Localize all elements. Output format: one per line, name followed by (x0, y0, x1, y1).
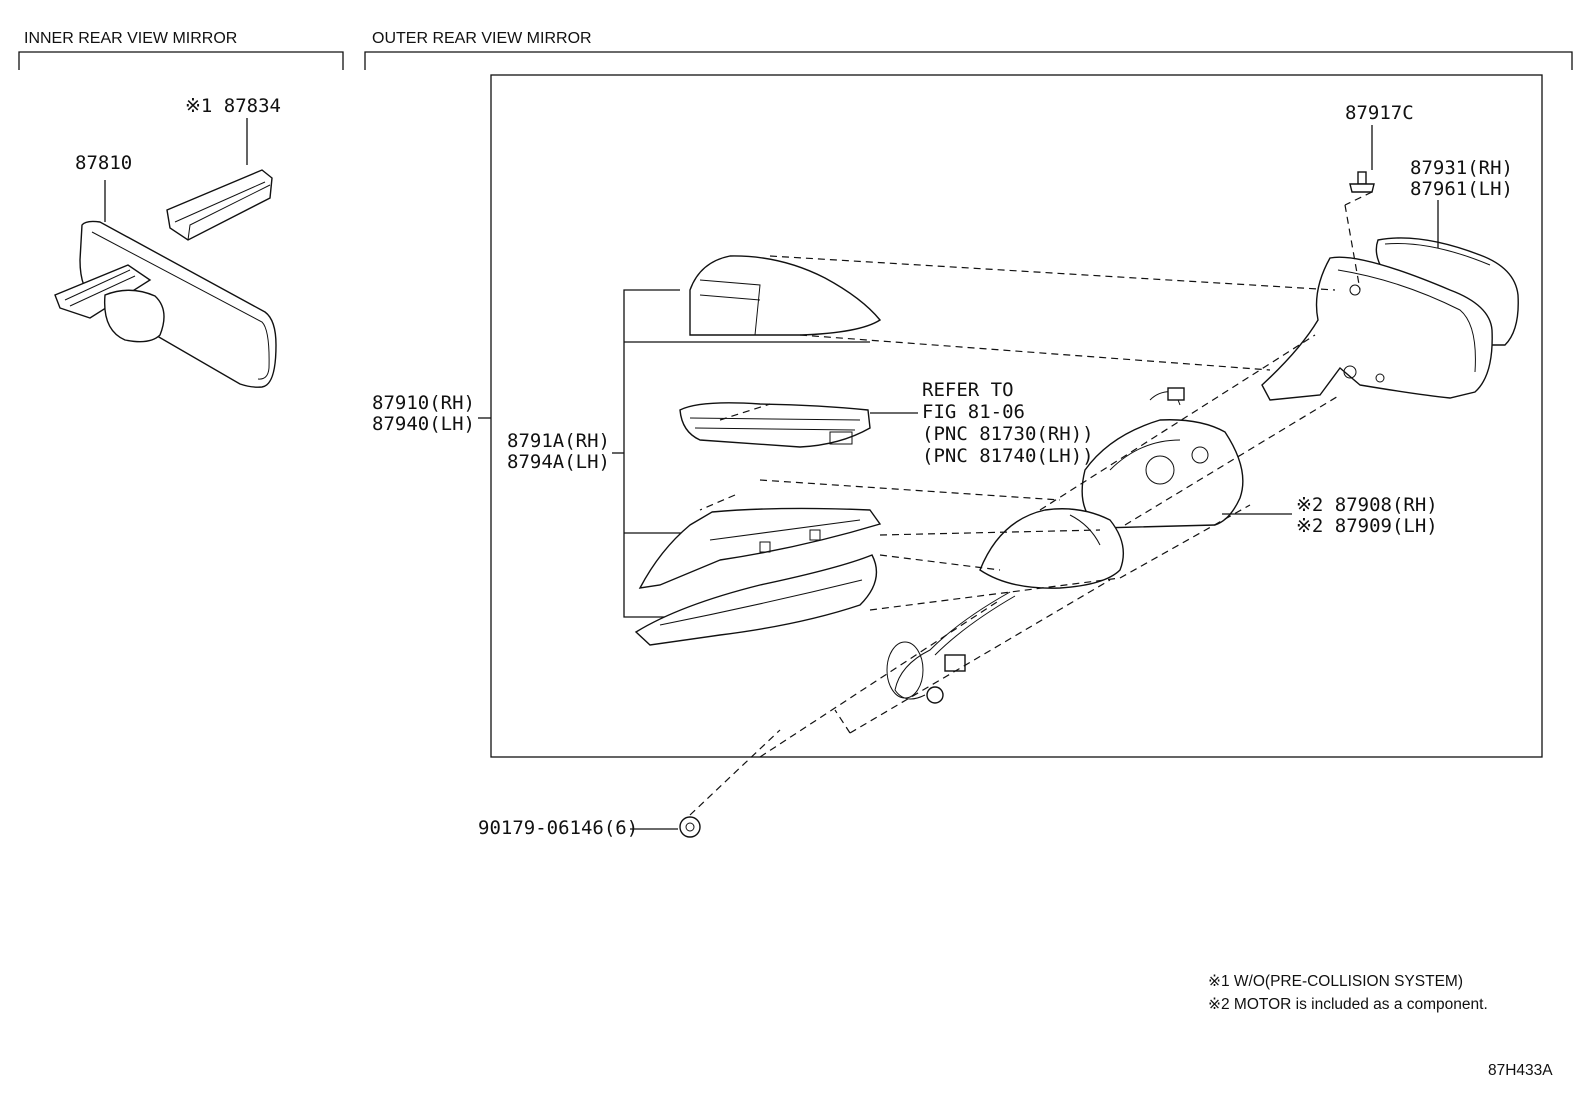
outer-mirror-assembly-frame (490, 74, 1543, 758)
screw-87917c (1349, 125, 1375, 193)
mirror-base (979, 508, 1124, 589)
top-cover (689, 255, 882, 336)
refer-to-line2: FIG 81-06 (922, 401, 1025, 423)
label-8791a-rh: 8791A(RH) (507, 430, 610, 452)
wire-harness (886, 591, 1016, 704)
label-87961-lh: 87961(LH) (1410, 178, 1513, 200)
refer-to-line3: (PNC 81730(RH)) (922, 423, 1094, 445)
turn-signal-lamp (679, 402, 871, 448)
refer-to-line1: REFER TO (922, 379, 1014, 401)
outer-section-bracket (364, 51, 1573, 70)
footnote-1: ※1 W/O(PRE-COLLISION SYSTEM) (1208, 973, 1463, 990)
label-87910-rh: 87910(RH) (372, 392, 475, 414)
label-87834: ※1 87834 (185, 95, 281, 117)
label-87940-lh: 87940(LH) (372, 413, 475, 435)
nut-90179 (630, 816, 701, 838)
inner-mirror-87810 (54, 180, 277, 388)
motor-87908 (1081, 387, 1244, 529)
leader-lines (870, 412, 1292, 515)
label-87931-rh: 87931(RH) (1410, 157, 1513, 179)
label-8794a-lh: 8794A(LH) (507, 451, 610, 473)
cover-87834 (166, 118, 273, 241)
assembly-guide-lines (689, 191, 1373, 816)
mirror-body-frame (1261, 256, 1493, 401)
section-outer-rear-view-mirror: OUTER REAR VIEW MIRROR (372, 30, 592, 47)
label-87917c: 87917C (1345, 102, 1414, 124)
base-cover (634, 554, 878, 646)
figure-id: 87H433A (1488, 1062, 1553, 1079)
section-inner-rear-view-mirror: INNER REAR VIEW MIRROR (24, 30, 238, 47)
inner-section-bracket (18, 51, 344, 70)
label-87908-rh: ※2 87908(RH) (1296, 494, 1438, 516)
lower-cover-8791a (638, 507, 882, 589)
label-90179-06146: 90179-06146(6) (478, 817, 639, 839)
label-87909-lh: ※2 87909(LH) (1296, 515, 1438, 537)
footnote-2: ※2 MOTOR is included as a component. (1208, 996, 1488, 1013)
label-87810: 87810 (75, 152, 133, 174)
refer-to-line4: (PNC 81740(LH)) (922, 445, 1094, 467)
